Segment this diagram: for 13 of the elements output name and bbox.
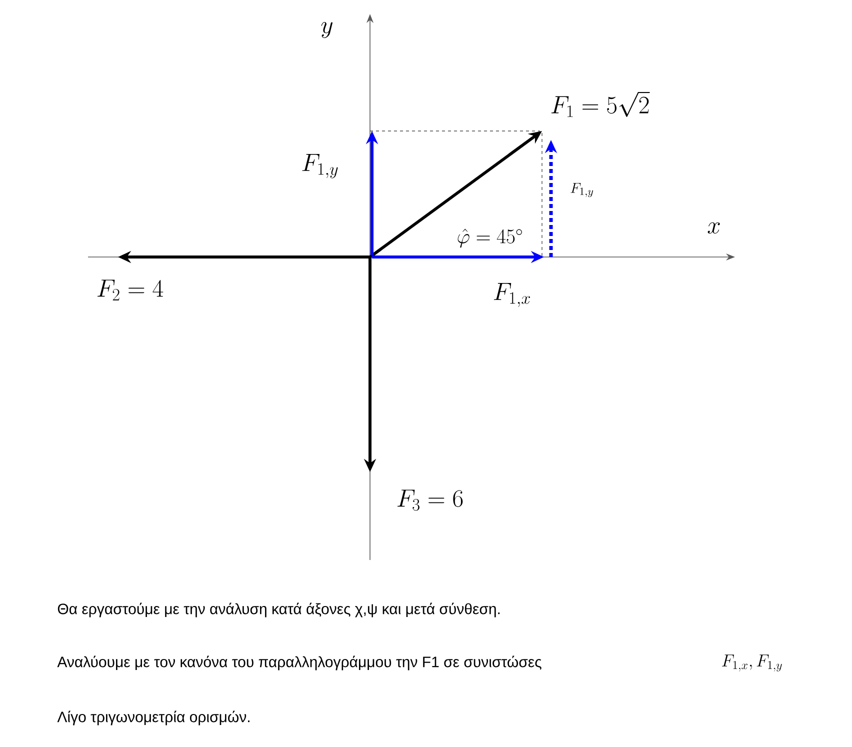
note-text: Λίγο τριγωνομετρία ορισμών.: [57, 710, 250, 726]
axis-label: $x$: [708, 222, 720, 234]
force-label: $F_{3} = 6$: [397, 490, 463, 511]
force-label: $F_{2} = 4$: [97, 280, 164, 300]
axis-label: $y$: [321, 22, 332, 38]
component-label: $F_{1,y}$: [570, 182, 594, 198]
force-label: $F_{1,x}$: [494, 283, 530, 308]
angle-label: $\hat{\varphi} = 45^{\circ}$: [458, 228, 522, 248]
force-label: $F_{1} = 5\sqrt{2}$: [551, 92, 650, 117]
formula: $F_{1,x}, F_{1,y}$: [722, 654, 782, 672]
note-text: Αναλύουμε με τον κανόνα του παραλληλογράμμου την F1 σε συνιστώσες: [57, 656, 542, 670]
note-text: Θα εργαστούμε με την ανάλυση κατά άξονες χ,ψ και μετά σύνθεση.: [58, 602, 500, 618]
force-label: $F_{1,y}$: [302, 154, 338, 178]
